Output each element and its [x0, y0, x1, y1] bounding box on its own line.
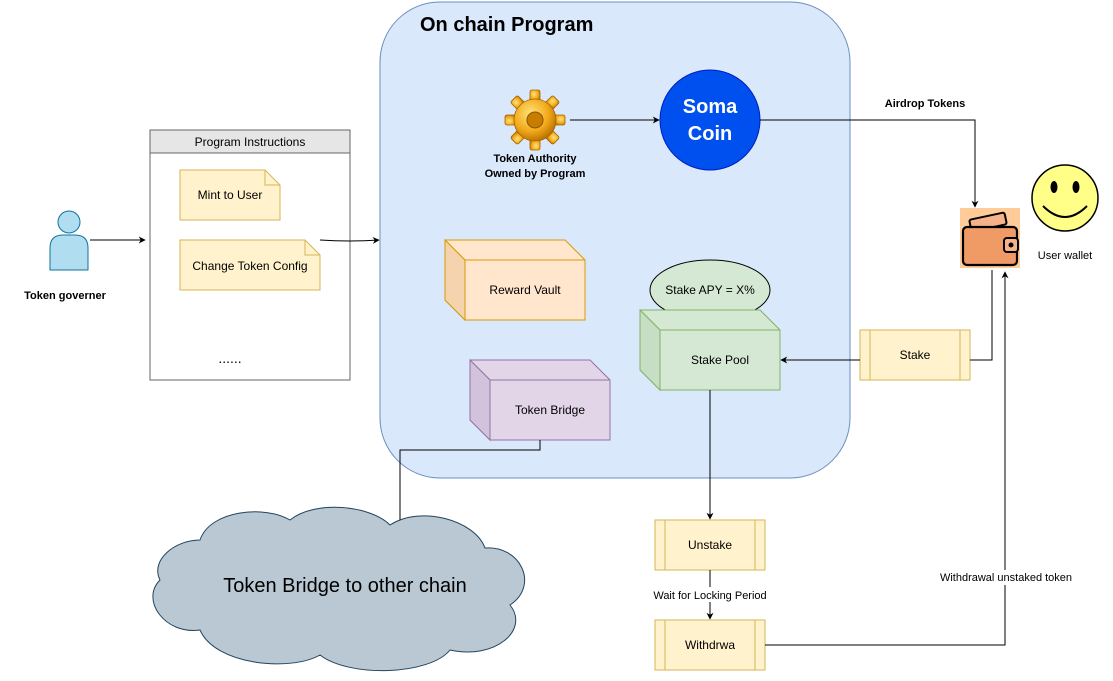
soma-coin-line2: Coin [688, 123, 732, 145]
airdrop-arrow [760, 119, 979, 208]
instruction-change-token-config[interactable]: Change Token Config [179, 239, 321, 291]
soma-coin: Soma Coin [659, 69, 761, 171]
unstake-process: Unstake [654, 519, 766, 571]
bridge-to-cloud-arrow [396, 440, 541, 529]
bridge-cloud: Token Bridge to other chain [152, 506, 526, 672]
bridge-cloud-label: Token Bridge to other chain [223, 575, 467, 597]
stake-pool: Stake Pool [639, 308, 781, 392]
wallet-icon [960, 208, 1020, 268]
instructions-arrow [319, 236, 380, 244]
stake-pool-label: Stake Pool [691, 353, 749, 367]
token-governer-label: Token governer [24, 290, 106, 302]
stake-apy: Stake APY = X% [649, 259, 771, 321]
soma-coin-line1: Soma [683, 96, 738, 118]
stake-apy-label: Stake APY = X% [665, 283, 755, 297]
instruction-mint-to-user[interactable]: Mint to User [179, 169, 281, 221]
stake-label: Stake [900, 348, 931, 362]
gear-icon [504, 89, 566, 151]
stake-process: Stake [859, 329, 971, 381]
token-bridge: Token Bridge [469, 358, 611, 442]
program-title: On chain Program [420, 14, 593, 36]
user-smiley-icon [1031, 164, 1099, 232]
withdraw-label: Withdrwa [685, 638, 735, 652]
withdrawal-unstaked-label: Withdrawal unstaked token [940, 572, 1072, 584]
withdraw-process: Withdrwa [654, 619, 766, 671]
locking-period-label: Wait for Locking Period [653, 590, 766, 602]
governer-person-icon [49, 210, 89, 271]
withdraw-to-wallet-arrow [765, 271, 1009, 646]
airdrop-label: Airdrop Tokens [885, 98, 965, 110]
instructions-ellipsis: ...... [218, 350, 241, 366]
instruction-config-label: Change Token Config [192, 259, 307, 273]
token-bridge-label: Token Bridge [515, 403, 585, 417]
user-wallet-label: User wallet [1038, 250, 1092, 262]
reward-vault-label: Reward Vault [489, 283, 561, 297]
token-authority-line1: Token Authority [493, 153, 577, 165]
locking-label-bg [650, 587, 770, 602]
instruction-mint-label: Mint to User [198, 188, 263, 202]
wallet-to-stake-line [970, 270, 993, 361]
token-authority-line2: Owned by Program [485, 168, 586, 180]
withdrawal-label-bg [938, 570, 1074, 585]
reward-vault: Reward Vault [444, 238, 586, 322]
unstake-label: Unstake [688, 538, 732, 552]
instructions-header: Program Instructions [195, 135, 306, 149]
